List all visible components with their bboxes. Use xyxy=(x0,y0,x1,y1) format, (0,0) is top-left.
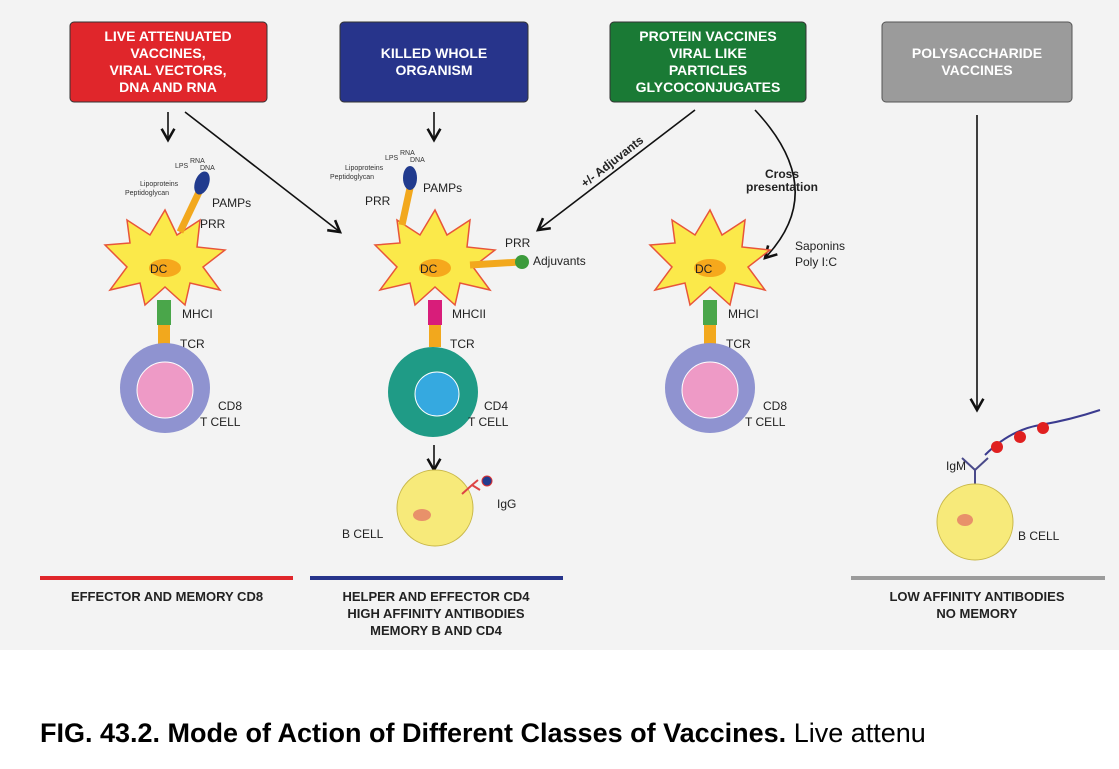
svg-text:RNA: RNA xyxy=(190,158,205,165)
svg-text:TCR: TCR xyxy=(726,337,751,351)
svg-text:Peptidoglycan: Peptidoglycan xyxy=(330,174,374,181)
arrows xyxy=(160,109,985,473)
svg-text:Lipoproteins: Lipoproteins xyxy=(140,181,179,188)
svg-text:Saponins: Saponins xyxy=(795,239,845,253)
svg-text:DNA: DNA xyxy=(410,157,425,164)
svg-text:DC: DC xyxy=(420,262,438,276)
svg-text:IgG: IgG xyxy=(497,497,516,511)
svg-text:CD8: CD8 xyxy=(763,399,787,413)
outcome-cd8: EFFECTOR AND MEMORY CD8 xyxy=(40,576,293,604)
svg-text:TCR: TCR xyxy=(450,337,475,351)
svg-text:IgM: IgM xyxy=(946,459,966,473)
svg-text:T CELL: T CELL xyxy=(200,415,241,429)
caption-text: Live attenu xyxy=(786,718,926,748)
svg-text:CD4: CD4 xyxy=(484,399,508,413)
svg-text:T CELL: T CELL xyxy=(745,415,786,429)
svg-text:MHCI: MHCI xyxy=(182,307,213,321)
svg-text:CD8: CD8 xyxy=(218,399,242,413)
svg-text:DNA: DNA xyxy=(200,165,215,172)
svg-text:Lipoproteins: Lipoproteins xyxy=(345,165,384,172)
svg-text:Peptidoglycan: Peptidoglycan xyxy=(125,190,169,197)
svg-text:LPS: LPS xyxy=(175,163,189,170)
svg-text:DC: DC xyxy=(695,262,713,276)
svg-text:Adjuvants: Adjuvants xyxy=(533,254,586,268)
svg-text:B CELL: B CELL xyxy=(342,527,384,541)
svg-text:Poly I:C: Poly I:C xyxy=(795,255,837,269)
svg-text:EFFECTOR AND MEMORY CD8: EFFECTOR AND MEMORY CD8 xyxy=(71,589,263,604)
svg-text:PRR: PRR xyxy=(200,217,226,231)
svg-text:B CELL: B CELL xyxy=(1018,529,1060,543)
col4-b-cell: IgM B CELL xyxy=(936,409,1101,561)
svg-text:TCR: TCR xyxy=(180,337,205,351)
svg-text:DC: DC xyxy=(150,262,168,276)
caption-title: FIG. 43.2. Mode of Action of Different C… xyxy=(40,718,787,748)
svg-text:PAMPs: PAMPs xyxy=(423,181,462,195)
svg-text:PRR: PRR xyxy=(365,194,391,208)
svg-text:PAMPs: PAMPs xyxy=(212,196,251,210)
figure-caption: FIG. 43.2. Mode of Action of Different C… xyxy=(40,718,926,749)
svg-text:RNA: RNA xyxy=(400,150,415,157)
svg-text:T CELL: T CELL xyxy=(468,415,509,429)
svg-text:LPS: LPS xyxy=(385,155,399,162)
pm-adjuvants-label: +/- Adjuvants xyxy=(578,133,646,191)
svg-text:MHCII: MHCII xyxy=(452,307,486,321)
svg-text:MHCI: MHCI xyxy=(728,307,759,321)
svg-text:PRR: PRR xyxy=(505,236,531,250)
